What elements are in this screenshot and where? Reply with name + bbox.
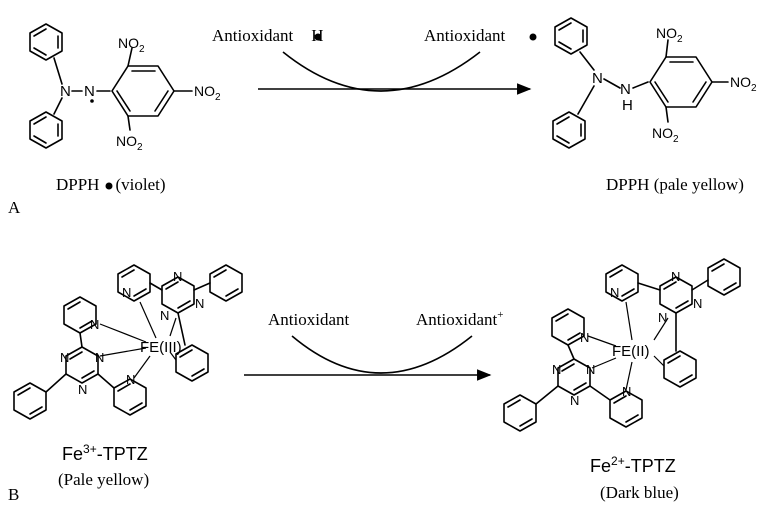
atom-nh-n2: N [620,81,631,98]
no2-right-product: NO2 [730,74,757,94]
panel-b: N N N N N N N N N FE(III) Fe3+-TPTZ (Pal… [8,258,741,504]
n-atom: N [693,296,702,311]
n-atom: N [586,362,595,377]
n-atom: N [610,285,619,300]
panel-a-label: A [8,198,21,217]
fe2-tptz-caption: Fe2+-TPTZ [590,454,676,476]
antioxidant-cation-label: Antioxidant+ [416,309,503,329]
antioxidant-h-label: AntioxidantH [212,26,324,45]
no2-right: NO2 [194,83,221,103]
n-atom: N [658,310,667,325]
no2-bottom-product: NO2 [652,125,679,145]
product-radical-dot [529,33,537,41]
fe2-tptz-structure: N N N N N N N N N FE(II) [503,258,741,432]
no2-top: NO2 [118,35,145,55]
panel-a: N N NO2 NO2 NO2 DPPH(violet) A Antioxida… [8,17,757,217]
atom-n1: N [60,83,71,100]
fe3-tptz-structure: N N N N N N N N N FE(III) [13,264,243,420]
n-atom: N [195,296,204,311]
n-atom: N [173,269,182,284]
reagent-curve-a [282,51,481,92]
dpph-h-caption: DPPH (pale yellow) [606,175,744,194]
n-atom: N [570,393,579,408]
n-atom: N [122,285,131,300]
antioxidant-radical-label: Antioxidant [424,26,505,45]
radical-dot [90,99,94,103]
n-atom: N [90,317,99,332]
reagent-radical-dot [314,33,322,41]
fe2-tptz-color: (Dark blue) [600,483,679,502]
atom-nh-n1: N [592,70,603,87]
reagent-curve-b [291,335,473,374]
caption-radical-dot [105,182,113,190]
atom-n2: N [84,83,95,100]
fe3-tptz-color: (Pale yellow) [58,470,149,489]
n-atom: N [126,372,135,387]
n-atom: N [552,362,561,377]
fe3-center-label: FE(III) [140,339,182,356]
atom-h: H [622,97,633,114]
no2-top-product: NO2 [656,25,683,45]
n-atom: N [95,350,104,365]
fe3-tptz-caption: Fe3+-TPTZ [62,442,148,464]
antioxidant-label: Antioxidant [268,310,349,329]
no2-bottom: NO2 [116,133,143,153]
dpph-radical-structure: N N NO2 NO2 NO2 [29,23,221,153]
n-atom: N [160,308,169,323]
fe2-center-label: FE(II) [612,343,650,360]
panel-b-label: B [8,485,19,504]
n-atom: N [78,382,87,397]
n-atom: N [60,350,69,365]
n-atom: N [622,384,631,399]
dpph-h-structure: N N H NO2 NO2 NO2 [552,17,757,149]
dpph-radical-caption: DPPH(violet) [56,175,166,194]
n-atom: N [580,330,589,345]
n-atom: N [671,269,680,284]
